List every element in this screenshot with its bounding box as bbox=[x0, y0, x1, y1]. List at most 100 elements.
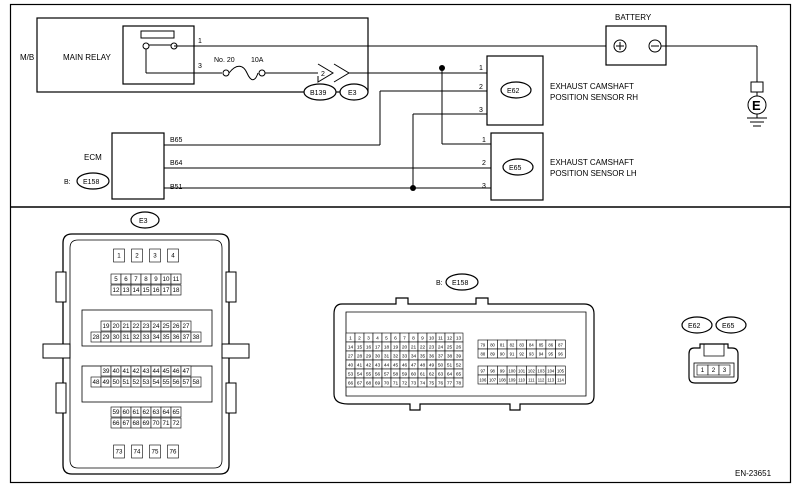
e3-pin-35: 35 bbox=[163, 334, 170, 341]
e158-pin-68: 68 bbox=[366, 381, 372, 387]
connector-e158-badge bbox=[445, 273, 479, 291]
e3-pin-56: 56 bbox=[173, 379, 180, 386]
e158-pin-38: 38 bbox=[447, 354, 453, 360]
e158-pin-40: 40 bbox=[348, 363, 354, 369]
e158-pin-46: 46 bbox=[402, 363, 408, 369]
e158-pin-11: 11 bbox=[438, 336, 443, 342]
e3-pin-24: 24 bbox=[153, 323, 160, 330]
e3-pin-57: 57 bbox=[183, 379, 190, 386]
connector-e3-latch-left bbox=[42, 343, 71, 359]
e3-pin-26: 26 bbox=[173, 323, 180, 330]
e158-pin-86: 86 bbox=[548, 343, 553, 348]
e3-pin-74: 74 bbox=[134, 449, 141, 456]
ecm-box bbox=[111, 132, 165, 200]
e158-pin-87: 87 bbox=[558, 343, 563, 348]
e3-pin-65: 65 bbox=[173, 409, 180, 416]
connector-e3-housing bbox=[62, 233, 230, 475]
e158-pin-72: 72 bbox=[402, 381, 408, 387]
ground-letter: E bbox=[752, 98, 761, 113]
e3-pin-34: 34 bbox=[153, 334, 160, 341]
e158-pin-82: 82 bbox=[510, 343, 515, 348]
e158-pin-9: 9 bbox=[421, 336, 424, 342]
e3-pin-11-cell bbox=[170, 273, 182, 285]
e3-pin-76: 76 bbox=[170, 449, 177, 456]
e158-pin-110: 110 bbox=[518, 378, 525, 383]
e158-pin-51: 51 bbox=[447, 363, 453, 369]
e158-pin-47: 47 bbox=[411, 363, 417, 369]
e158-pin-71: 71 bbox=[393, 381, 399, 387]
joint-connector-pin: 2 bbox=[321, 71, 325, 78]
ground-terminal bbox=[750, 81, 764, 93]
conn-e3-label: E3 bbox=[348, 90, 357, 97]
e158-pin-84: 84 bbox=[529, 343, 534, 348]
e3-pin-68: 68 bbox=[133, 420, 140, 427]
e3-pin-10: 10 bbox=[163, 276, 170, 283]
sensor-rh-conn: E62 bbox=[507, 88, 520, 95]
e3-pin-71: 71 bbox=[163, 420, 170, 427]
e3-pin-58-cell bbox=[190, 376, 202, 388]
e3-pin-39: 39 bbox=[103, 368, 110, 375]
e158-pin-95: 95 bbox=[548, 352, 553, 357]
e158-pin-44: 44 bbox=[384, 363, 390, 369]
connector-e158-prefix: B: bbox=[436, 280, 443, 287]
e3-pin-28: 28 bbox=[93, 334, 100, 341]
e158-pin-16: 16 bbox=[366, 345, 372, 351]
e3-pin-60: 60 bbox=[123, 409, 130, 416]
connector-e3-latch-right bbox=[221, 343, 250, 359]
e3-pin-15: 15 bbox=[143, 287, 150, 294]
ecm-conn-badge bbox=[76, 172, 110, 190]
e158-pin-18: 18 bbox=[384, 345, 390, 351]
e3-pin-18-cell bbox=[170, 284, 182, 296]
e158-pin-103: 103 bbox=[538, 369, 546, 374]
sensor-rh-label-2: POSITION SENSOR RH bbox=[550, 93, 638, 102]
e158-pin-80: 80 bbox=[490, 343, 495, 348]
e158-pin-52: 52 bbox=[456, 363, 462, 369]
e3-pin-47: 47 bbox=[183, 368, 190, 375]
e3-pin-11: 11 bbox=[173, 276, 180, 283]
e158-pin-78-cell bbox=[453, 377, 464, 388]
e158-pin-41: 41 bbox=[357, 363, 363, 369]
e158-pin-5: 5 bbox=[385, 336, 388, 342]
e3-pin-54: 54 bbox=[153, 379, 160, 386]
e158-pin-45: 45 bbox=[393, 363, 399, 369]
e3-pin-4-cell bbox=[167, 248, 179, 263]
e158-pin-27: 27 bbox=[348, 354, 354, 360]
e3-pin-2-cell bbox=[131, 248, 143, 263]
e158-pin-60: 60 bbox=[411, 372, 417, 378]
e158-pin-10: 10 bbox=[429, 336, 435, 342]
e3-pin-65-cell bbox=[170, 406, 182, 418]
e158-pin-30: 30 bbox=[375, 354, 381, 360]
e3-pin-66: 66 bbox=[113, 420, 120, 427]
e158-pin-22: 22 bbox=[420, 345, 426, 351]
e3-pin-1-cell bbox=[113, 248, 125, 263]
sensor-rh-conn-badge bbox=[500, 81, 532, 99]
joint-connector-icon bbox=[317, 63, 334, 83]
e158-pin-17: 17 bbox=[375, 345, 381, 351]
e3-pin-53: 53 bbox=[143, 379, 150, 386]
e3-pin-72-cell bbox=[170, 417, 182, 429]
e3-pin-38: 38 bbox=[193, 334, 200, 341]
e3-pin-75-cell bbox=[149, 444, 161, 459]
relay-pin-1: 1 bbox=[198, 38, 202, 45]
e3-pin-16: 16 bbox=[153, 287, 160, 294]
e3-pin-48: 48 bbox=[93, 379, 100, 386]
e158-pin-67: 67 bbox=[357, 381, 363, 387]
e3-pin-32: 32 bbox=[133, 334, 140, 341]
e158-pin-81: 81 bbox=[500, 343, 505, 348]
e3-pin-27: 27 bbox=[183, 323, 190, 330]
sensor-rh-pin-2: 2 bbox=[479, 84, 483, 91]
e158-pin-61: 61 bbox=[420, 372, 426, 378]
e158-pin-105: 105 bbox=[557, 369, 565, 374]
e158-pin-111: 111 bbox=[528, 378, 535, 383]
e158-pin-78: 78 bbox=[456, 381, 462, 387]
e158-pin-8: 8 bbox=[412, 336, 415, 342]
e158-pin-23: 23 bbox=[429, 345, 435, 351]
e3-pin-55: 55 bbox=[163, 379, 170, 386]
e158-pin-74: 74 bbox=[420, 381, 426, 387]
sensor-rh-pin-1: 1 bbox=[479, 65, 483, 72]
e158-pin-98: 98 bbox=[490, 369, 495, 374]
e158-pin-3: 3 bbox=[367, 336, 370, 342]
sensor-rh-label-1: EXHAUST CAMSHAFT bbox=[550, 82, 634, 91]
